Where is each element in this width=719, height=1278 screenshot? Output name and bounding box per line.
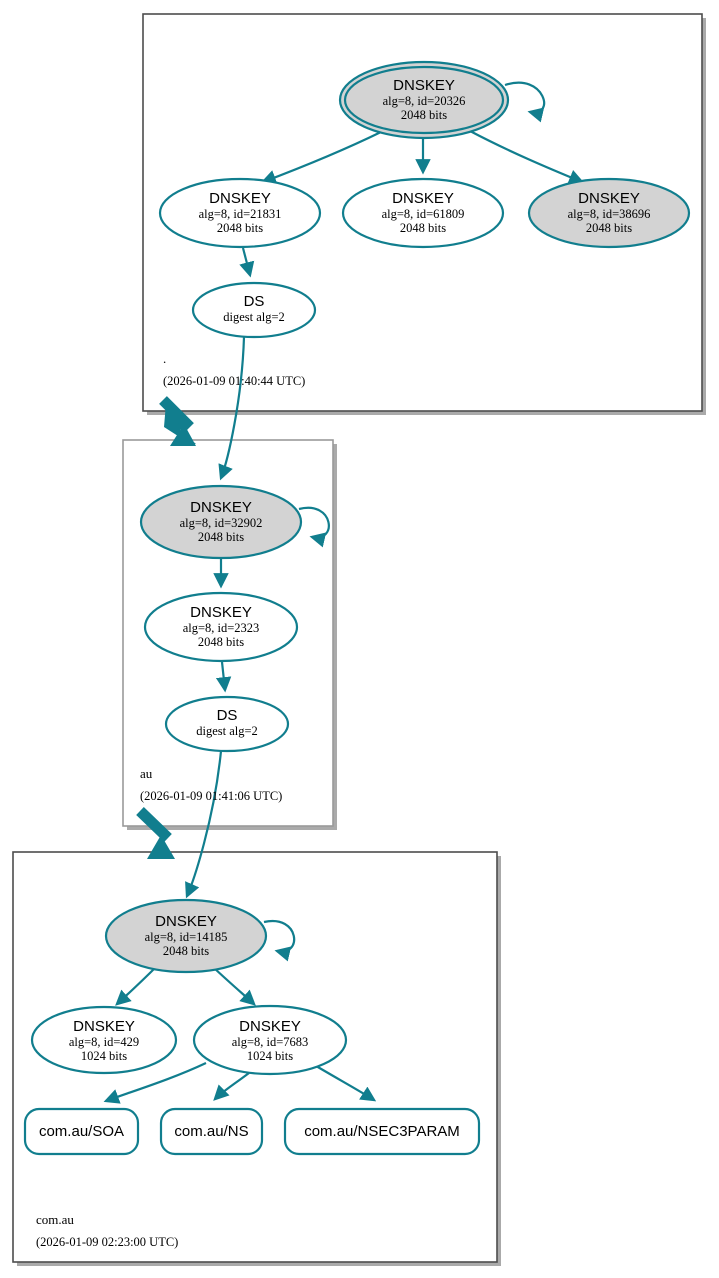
zone-timestamp-au: (2026-01-09 01:41:06 UTC) — [140, 789, 283, 803]
zone-name-au: au — [140, 766, 153, 781]
node-dnskey-root-ksk-20326[interactable] — [338, 60, 510, 140]
rrset-label-com-au-nsec3param: com.au/NSEC3PARAM — [304, 1123, 460, 1140]
edge-comau-ksk-self-loop — [263, 919, 296, 962]
node-dnskey-au-zsk-2323[interactable] — [143, 591, 299, 663]
node-dnskey-root-zsk-61809[interactable] — [341, 177, 505, 249]
zone-name-root: . — [163, 351, 167, 366]
edge-comau-ksk-to-7683 — [212, 966, 256, 1006]
edge-au-ksk-self-loop — [298, 506, 330, 548]
edge-root-ds-to-au-ksk — [218, 336, 246, 481]
rrset-box-com-au-ns[interactable] — [159, 1107, 264, 1156]
zone-link-root-au — [159, 396, 196, 446]
node-dnskey-root-zsk-21831[interactable] — [158, 177, 322, 249]
zone-link-au-comau — [136, 807, 175, 859]
edge-au-2323-to-ds — [215, 661, 232, 693]
node-dnskey-comau-zsk-429[interactable] — [30, 1005, 178, 1075]
edge-comau-7683-to-soa — [103, 1062, 207, 1104]
edge-au-ds-to-comau-ksk — [185, 750, 223, 899]
edge-root-21831-to-ds — [239, 247, 255, 278]
rrset-label-com-au-soa: com.au/SOA — [38, 1123, 125, 1140]
node-ds-root-au[interactable] — [191, 281, 317, 339]
edge-root-ksk-to-38696 — [469, 130, 585, 185]
edge-comau-ksk-to-429 — [115, 966, 157, 1006]
zone-timestamp-root: (2026-01-09 01:40:44 UTC) — [163, 374, 306, 388]
node-dnskey-root-zsk-38696[interactable] — [527, 177, 691, 249]
rrset-box-com-au-nsec3param[interactable] — [283, 1107, 481, 1156]
node-ds-au-comau[interactable] — [164, 695, 290, 753]
node-dnskey-comau-ksk-14185[interactable] — [104, 898, 268, 974]
zone-timestamp-comau: (2026-01-09 02:23:00 UTC) — [36, 1235, 179, 1249]
edge-root-ksk-self-loop — [504, 81, 546, 123]
rrset-box-com-au-soa[interactable] — [23, 1107, 140, 1156]
node-dnskey-comau-zsk-7683[interactable] — [192, 1004, 348, 1076]
zone-name-comau: com.au — [36, 1212, 74, 1227]
edge-comau-7683-to-ns — [213, 1072, 250, 1101]
edge-root-ksk-to-21831 — [260, 131, 382, 185]
node-dnskey-au-ksk-32902[interactable] — [139, 484, 303, 560]
rrset-label-com-au-ns: com.au/NS — [174, 1123, 249, 1140]
